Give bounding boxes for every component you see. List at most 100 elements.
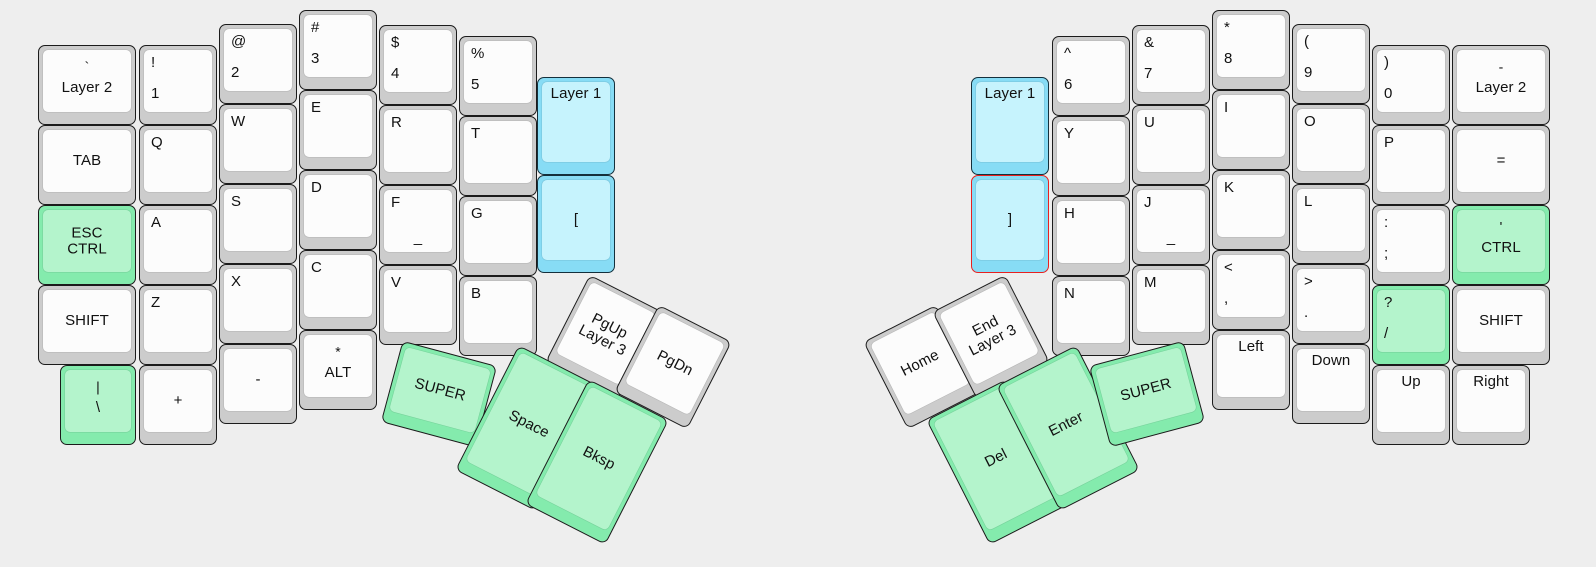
key-alt[interactable]: *ALT [299, 330, 377, 410]
key-9[interactable]: (9 [1292, 24, 1370, 104]
key-t[interactable]: T [459, 116, 537, 196]
key-q[interactable]: Q [139, 125, 217, 205]
key-cap: Y [1057, 121, 1125, 183]
key-u[interactable]: U [1132, 105, 1210, 185]
key-cap: #3 [304, 15, 372, 77]
key-3[interactable]: #3 [299, 10, 377, 90]
key-bracket-left[interactable]: [ [537, 175, 615, 273]
key-legend: $ [391, 34, 400, 51]
key-e[interactable]: E [299, 90, 377, 170]
key-tab[interactable]: TAB [38, 125, 136, 205]
key-a[interactable]: A [139, 205, 217, 285]
key-f[interactable]: F_ [379, 185, 457, 265]
key-y[interactable]: Y [1052, 116, 1130, 196]
key-semicolon[interactable]: :; [1372, 205, 1450, 285]
key-m[interactable]: M [1132, 265, 1210, 345]
key-legend: * [1224, 19, 1230, 36]
key-legend: 9 [1304, 64, 1313, 81]
key-legend: > [1304, 273, 1313, 290]
key-layer1-right[interactable]: Layer 1 [971, 77, 1049, 175]
key-shift[interactable]: SHIFT [38, 285, 136, 365]
key-grave-layer2[interactable]: `Layer 2 [38, 45, 136, 125]
key-8[interactable]: *8 [1212, 10, 1290, 90]
key-legend: R [391, 114, 402, 131]
key-cap: &7 [1137, 30, 1205, 92]
key-6[interactable]: ^6 [1052, 36, 1130, 116]
key-w[interactable]: W [219, 104, 297, 184]
key-legend: % [471, 45, 485, 62]
key-pipe-backslash[interactable]: |\ [60, 365, 136, 445]
key-slash[interactable]: ?/ [1372, 285, 1450, 365]
key-period[interactable]: >. [1292, 264, 1370, 344]
key-cap: R [384, 110, 452, 172]
key-legend: B [471, 285, 482, 302]
key-legend: ' [1499, 219, 1503, 236]
key-n[interactable]: N [1052, 276, 1130, 356]
key-cap: E [304, 95, 372, 157]
key-p[interactable]: P [1372, 125, 1450, 205]
key-cap: |\ [65, 370, 131, 432]
key-legend: T [471, 125, 481, 142]
key-z[interactable]: Z [139, 285, 217, 365]
key-minus-layer2[interactable]: -Layer 2 [1452, 45, 1550, 125]
key-j[interactable]: J_ [1132, 185, 1210, 265]
key-layer1-left[interactable]: Layer 1 [537, 77, 615, 175]
key-2[interactable]: @2 [219, 24, 297, 104]
key-7[interactable]: &7 [1132, 25, 1210, 105]
key-5[interactable]: %5 [459, 36, 537, 116]
key-shift-right[interactable]: SHIFT [1452, 285, 1550, 365]
key-legend: F [391, 194, 401, 211]
key-bracket-right[interactable]: ] [971, 175, 1049, 273]
key-0[interactable]: )0 [1372, 45, 1450, 125]
key-cap: W [224, 109, 292, 171]
key-legend: SUPER [1118, 374, 1174, 405]
key-r[interactable]: R [379, 105, 457, 185]
key-legend: N [1064, 285, 1075, 302]
key-cap: N [1057, 281, 1125, 343]
key-o[interactable]: O [1292, 104, 1370, 184]
key-minus[interactable]: - [219, 344, 297, 424]
key-legend: Up [1401, 373, 1421, 390]
key-legend: I [1224, 99, 1229, 116]
key-equal[interactable]: = [1452, 125, 1550, 205]
key-legend: 1 [151, 85, 160, 102]
key-v[interactable]: V [379, 265, 457, 345]
key-plus[interactable]: + [139, 365, 217, 445]
key-left[interactable]: Left [1212, 330, 1290, 410]
key-4[interactable]: $4 [379, 25, 457, 105]
key-down[interactable]: Down [1292, 344, 1370, 424]
key-cap: >. [1297, 269, 1365, 331]
key-s[interactable]: S [219, 184, 297, 264]
key-d[interactable]: D [299, 170, 377, 250]
key-b[interactable]: B [459, 276, 537, 356]
key-cap: *ALT [304, 335, 372, 397]
key-comma[interactable]: <, [1212, 250, 1290, 330]
key-cap: SHIFT [1457, 290, 1545, 352]
key-cap: ?/ [1377, 290, 1445, 352]
key-legend: C [311, 259, 322, 276]
key-cap: %5 [464, 41, 532, 103]
key-up[interactable]: Up [1372, 365, 1450, 445]
key-i[interactable]: I [1212, 90, 1290, 170]
key-quote-ctrl[interactable]: 'CTRL [1452, 205, 1550, 285]
key-1[interactable]: !1 [139, 45, 217, 125]
key-l[interactable]: L [1292, 184, 1370, 264]
key-g[interactable]: G [459, 196, 537, 276]
key-right[interactable]: Right [1452, 365, 1530, 445]
key-k[interactable]: K [1212, 170, 1290, 250]
key-h[interactable]: H [1052, 196, 1130, 276]
key-c[interactable]: C [299, 250, 377, 330]
key-legend: ` [84, 59, 90, 76]
key-legend-line2: CTRL [67, 240, 107, 257]
key-legend: 8 [1224, 50, 1233, 67]
key-legend: O [1304, 113, 1316, 130]
key-x[interactable]: X [219, 264, 297, 344]
key-legend: ! [151, 54, 156, 71]
key-cap: X [224, 269, 292, 331]
